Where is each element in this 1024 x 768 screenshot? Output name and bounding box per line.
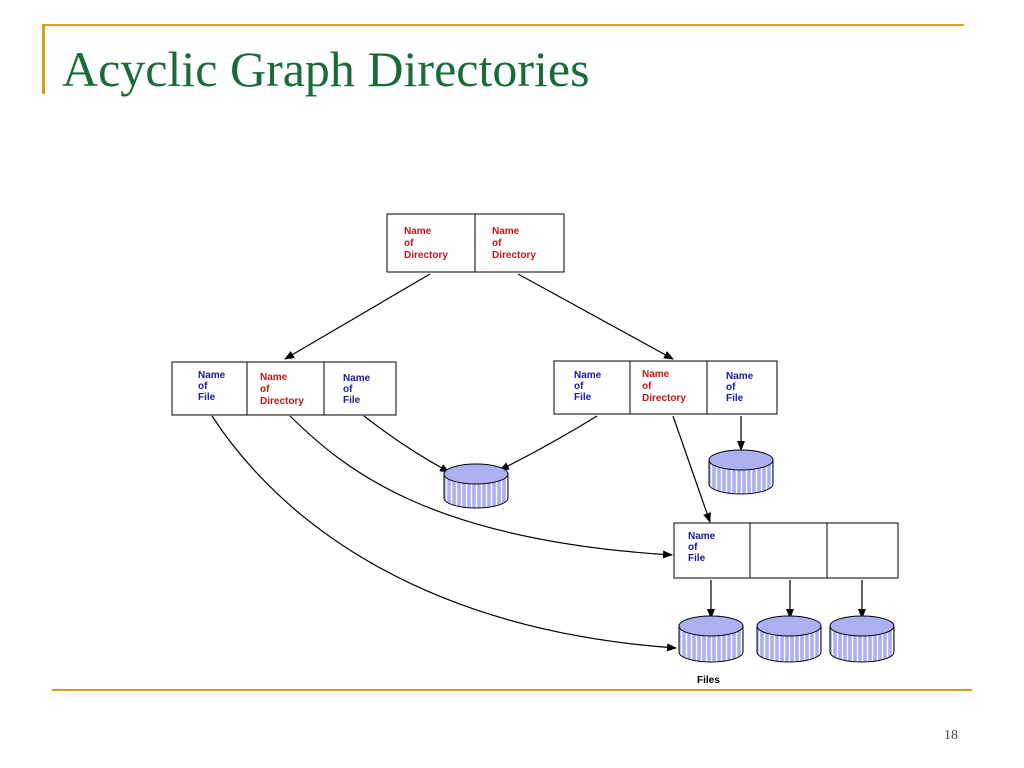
file-disk-bottom-1 xyxy=(678,615,744,663)
frame-accent-vertical xyxy=(42,24,45,94)
edge-left-file-to-shared-disk xyxy=(211,415,677,652)
footer-rule xyxy=(52,689,972,691)
entry-directory-root-2: Name of Directory xyxy=(492,226,536,261)
file-disk-bottom-2 xyxy=(756,615,822,663)
right-subdirectory: Name of File Name of Directory Name of F… xyxy=(553,360,778,415)
page-number: 18 xyxy=(944,728,958,743)
entry-directory-root-1: Name of Directory xyxy=(404,226,448,261)
frame-accent-horizontal xyxy=(42,24,964,26)
shared-directory-box xyxy=(673,522,899,579)
edge-right-file-to-disk xyxy=(499,415,598,471)
slide-title: Acyclic Graph Directories xyxy=(62,41,590,97)
entry-file-left-2: Name of File xyxy=(343,373,373,406)
files-label: Files xyxy=(697,675,720,686)
entry-file-right-1: Name of File xyxy=(574,370,604,403)
file-disk-bottom-3 xyxy=(829,615,895,663)
edge-root-to-right xyxy=(517,273,674,360)
entry-directory-left: Name of Directory xyxy=(260,372,304,407)
entry-file-right-2: Name of File xyxy=(726,371,756,404)
entry-file-shared: Name of File xyxy=(688,531,718,564)
edge-root-to-left xyxy=(284,273,431,360)
edge-left-file-to-disk xyxy=(363,415,450,473)
entry-file-left-1: Name of File xyxy=(198,370,228,403)
shared-directory: Name of File xyxy=(673,522,899,579)
left-subdirectory: Name of File Name of Directory Name of F… xyxy=(171,361,397,416)
edge-left-dir-to-shared xyxy=(289,415,673,559)
right-subdirectory-box xyxy=(553,360,778,415)
file-disk-left xyxy=(443,463,509,509)
file-disk-right xyxy=(708,449,774,495)
edge-right-dir-to-shared xyxy=(672,415,711,523)
entry-directory-right: Name of Directory xyxy=(642,369,686,404)
root-directory: Name of Directory Name of Directory xyxy=(386,213,565,273)
left-subdirectory-box xyxy=(171,361,397,416)
